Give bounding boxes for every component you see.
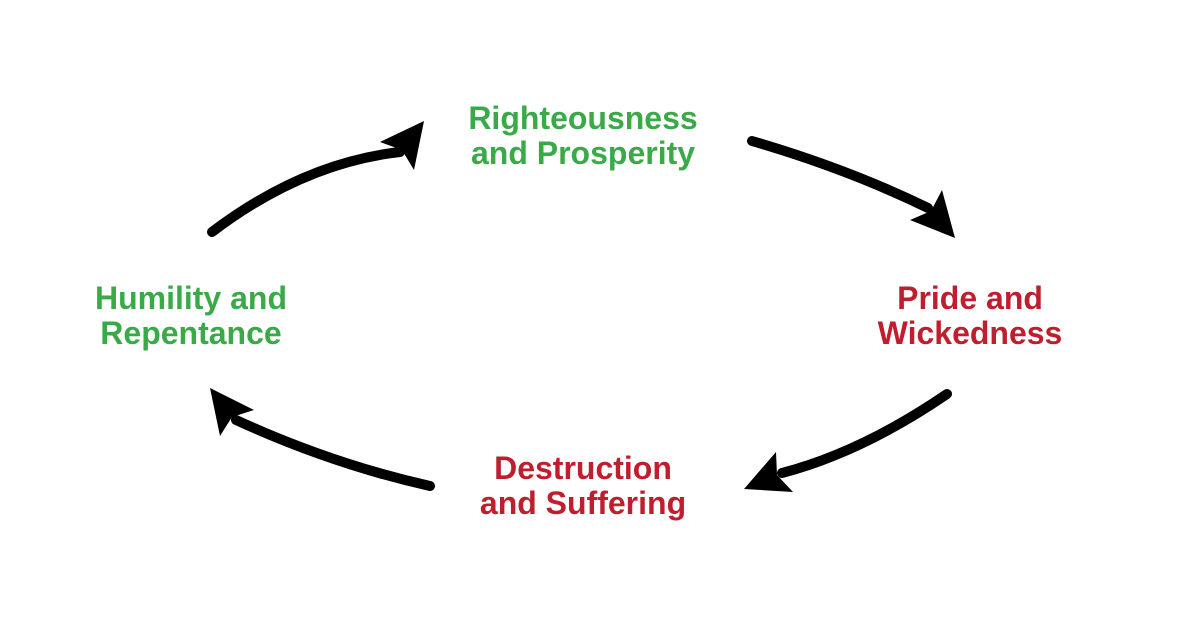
stage-label-line: Destruction bbox=[494, 450, 672, 486]
stage-label-line: Wickedness bbox=[877, 315, 1063, 351]
stage-pride-and-wickedness: Pride and Wickedness bbox=[878, 281, 1063, 351]
stage-label-line: Righteousness bbox=[468, 100, 698, 136]
arrowhead-up-left-icon bbox=[210, 388, 254, 436]
arrowhead-up-right-icon bbox=[380, 121, 424, 170]
arrow-destruction-to-humility bbox=[210, 388, 435, 491]
stage-destruction-and-suffering: Destruction and Suffering bbox=[480, 451, 686, 521]
arrow-righteousness-to-pride bbox=[747, 136, 955, 238]
stage-label-line: Humility and bbox=[94, 280, 288, 316]
stage-righteousness-and-prosperity: Righteousness and Prosperity bbox=[468, 101, 697, 171]
arrow-pride-to-destruction bbox=[744, 389, 952, 492]
stage-label-line: and Prosperity bbox=[470, 135, 696, 171]
stage-label-line: and Suffering bbox=[479, 485, 687, 521]
arrow-humility-to-righteousness bbox=[207, 121, 424, 237]
arrowhead-down-right-icon bbox=[910, 190, 955, 238]
stage-label-line: Pride and bbox=[897, 280, 1043, 316]
stage-humility-and-repentance: Humility and Repentance bbox=[95, 281, 287, 351]
arrowhead-down-left-icon bbox=[744, 452, 793, 492]
stage-label-line: Repentance bbox=[100, 315, 282, 351]
